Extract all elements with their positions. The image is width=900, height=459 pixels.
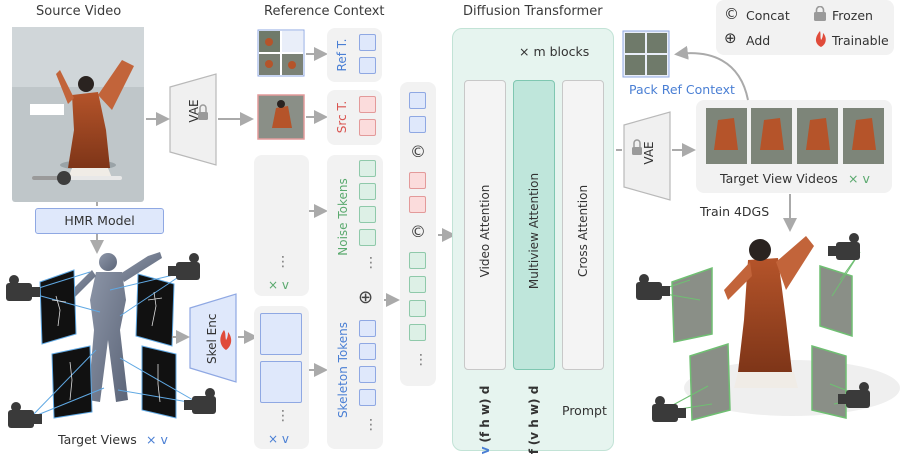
multiview-attention-label: Multiview Attention — [527, 172, 541, 290]
concat-operator-icon-2: © — [410, 222, 426, 241]
diffusion-transformer-header: Diffusion Transformer — [463, 4, 603, 19]
noise-image-panel — [254, 155, 309, 296]
vae-right-label: VAE — [642, 141, 656, 165]
seq-src-token — [409, 172, 426, 189]
noise-token-dots: ⋮ — [364, 255, 378, 271]
ref-thumbnail-grid — [257, 29, 305, 77]
target-views-label: Target Views — [58, 432, 137, 447]
noise-token — [359, 183, 376, 200]
legend-panel: © Concat Frozen ⊕ Add Trainable — [716, 0, 894, 55]
noise-image-count: × v — [268, 278, 289, 292]
skeleton-feature-map-1 — [260, 313, 302, 355]
target-views-count: × v — [146, 432, 168, 447]
seq-src-token — [409, 196, 426, 213]
vae-right-lock-icon — [632, 139, 642, 155]
reference-context-header: Reference Context — [264, 4, 385, 19]
video-shape-rest: (f h w) d — [478, 385, 492, 443]
seq-noise-token — [409, 276, 426, 293]
video-attention-block[interactable]: Video Attention — [464, 80, 506, 370]
legend-concat-label: Concat — [746, 8, 790, 23]
skel-enc-flame-icon — [220, 330, 232, 350]
m-blocks-label: × m blocks — [519, 44, 590, 59]
ref-token — [359, 57, 376, 74]
seq-ref-token — [409, 92, 426, 109]
hmr-model-box: HMR Model — [35, 208, 164, 234]
prompt-label: Prompt — [562, 403, 607, 418]
vae-encoder-left — [169, 73, 217, 166]
src-token — [359, 119, 376, 136]
ref-t-label: Ref T. — [335, 38, 349, 72]
skeleton-image-dots: ⋮ — [276, 408, 290, 424]
skeleton-token — [359, 343, 376, 360]
src-t-label: Src T. — [335, 100, 349, 134]
seq-noise-token — [409, 324, 426, 341]
target-view-video-thumbnails — [706, 108, 884, 164]
video-shape-v: v — [478, 446, 492, 455]
pack-ref-context-label: Pack Ref Context — [629, 82, 735, 97]
skeleton-image-count: × v — [268, 432, 289, 446]
skeleton-token-dots: ⋮ — [364, 417, 378, 433]
noise-token — [359, 206, 376, 223]
4dgs-scene — [653, 236, 900, 421]
skel-enc-label: Skel Enc — [205, 313, 219, 364]
seq-noise-token — [409, 252, 426, 269]
train-4dgs-label: Train 4DGS — [700, 204, 770, 219]
seq-dots: ⋮ — [414, 352, 428, 368]
noise-skeleton-tokens-panel: Noise Tokens ⋮ ⊕ Skeleton Tokens ⋮ — [327, 155, 383, 449]
pack-ref-thumbnail — [622, 30, 670, 78]
ref-tokens-panel: Ref T. — [327, 28, 382, 82]
camera-icon-right-left — [636, 274, 670, 300]
noise-image-dots: ⋮ — [276, 254, 290, 270]
target-view-videos-label: Target View Videos — [720, 171, 838, 186]
camera-icon-right-bottom-left — [652, 396, 686, 422]
seq-ref-token — [409, 116, 426, 133]
multiview-attention-block[interactable]: Multiview Attention — [513, 80, 555, 370]
camera-icon-left-bottom — [8, 402, 42, 428]
skeleton-encoder — [189, 293, 237, 383]
src-tokens-panel: Src T. — [327, 90, 382, 145]
ref-token — [359, 34, 376, 51]
vae-decoder-right — [623, 111, 671, 201]
concat-sequence-panel: © © ⋮ — [400, 82, 436, 386]
seq-noise-token — [409, 300, 426, 317]
src-thumbnail — [257, 94, 305, 140]
legend-trainable-label: Trainable — [832, 33, 889, 48]
add-operator-icon: ⊕ — [358, 287, 374, 308]
video-attention-label: Video Attention — [478, 184, 492, 278]
vae-left-label: VAE — [187, 99, 201, 123]
multiview-attention-shape: f (v h w) d — [527, 386, 541, 455]
src-token — [359, 96, 376, 113]
target-view-videos-count: × v — [848, 171, 870, 186]
skeleton-token — [359, 320, 376, 337]
noise-token — [359, 229, 376, 246]
source-video-header: Source Video — [36, 4, 122, 19]
mv-shape-rest: (v h w) d — [527, 385, 541, 446]
add-symbol-icon: ⊕ — [724, 29, 737, 47]
camera-icon-right-bottom — [838, 382, 870, 408]
legend-flame-icon — [815, 31, 826, 47]
concat-symbol-icon: © — [724, 5, 739, 23]
legend-lock-icon — [814, 6, 826, 21]
cross-attention-block[interactable]: Cross Attention — [562, 80, 604, 370]
camera-icon-left-right — [168, 253, 200, 280]
camera-icon-left-top — [6, 275, 40, 301]
cross-attention-label: Cross Attention — [576, 184, 590, 278]
noise-token — [359, 160, 376, 177]
camera-icon-right-top — [828, 233, 860, 260]
mv-shape-f: f — [527, 449, 541, 455]
concat-operator-icon: © — [410, 142, 426, 161]
noise-tokens-label: Noise Tokens — [336, 178, 350, 256]
skeleton-token — [359, 366, 376, 383]
skeleton-feature-map-2 — [260, 361, 302, 403]
source-video-frame — [12, 27, 144, 202]
legend-frozen-label: Frozen — [832, 8, 873, 23]
skeleton-tokens-label: Skeleton Tokens — [336, 321, 350, 419]
camera-icon-left-bottom-right — [184, 388, 216, 414]
video-attention-shape: v (f h w) d — [478, 386, 492, 455]
vae-lock-icon — [198, 104, 208, 120]
skeleton-token — [359, 389, 376, 406]
legend-add-label: Add — [746, 33, 771, 48]
